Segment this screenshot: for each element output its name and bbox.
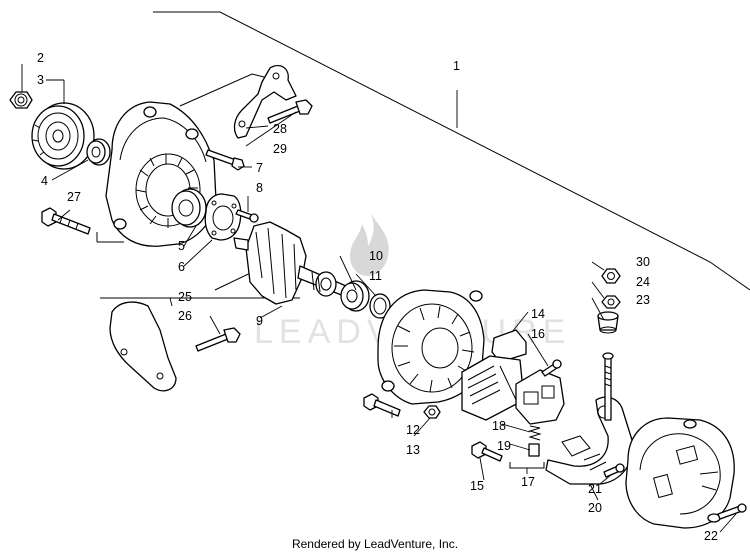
watermark-flame-icon	[350, 212, 389, 276]
callout-4: 4	[41, 174, 48, 188]
nut-part-13	[423, 405, 441, 419]
brush-holder	[515, 369, 565, 425]
callout-13: 13	[406, 443, 420, 457]
callout-3: 3	[37, 73, 44, 87]
spring-part-18	[528, 425, 542, 441]
callout-20: 20	[588, 501, 602, 515]
bolt-part-27	[41, 207, 91, 235]
retainer-plate-part-6	[204, 193, 242, 241]
callout-6: 6	[178, 260, 185, 274]
callout-18: 18	[492, 419, 506, 433]
callout-12: 12	[406, 423, 420, 437]
bracket-part-28	[233, 65, 297, 139]
callout-11: 11	[369, 269, 382, 283]
callout-2: 2	[37, 51, 44, 65]
washer-part-24	[601, 295, 621, 309]
callout-5: 5	[178, 239, 185, 253]
bolt-part-12	[363, 393, 401, 417]
bracket-17-lines	[509, 462, 545, 474]
callout-7: 7	[256, 161, 263, 175]
callout-8: 8	[256, 181, 263, 195]
screw-part-15	[471, 441, 503, 462]
callout-29: 29	[273, 142, 287, 156]
brush-part-19	[528, 443, 540, 457]
callout-26: 26	[178, 309, 192, 323]
callout-17: 17	[521, 475, 535, 489]
rear-housing	[377, 289, 485, 405]
callout-27: 27	[67, 190, 81, 204]
callout-21: 21	[588, 482, 602, 496]
callout-23: 23	[636, 293, 650, 307]
callout-1: 1	[453, 59, 460, 73]
bearing-part-10	[340, 280, 370, 312]
callout-labels: 1 2 3 4 5 6 7 8 9 10 11 12 13 14 15 16 1…	[37, 51, 718, 543]
callout-22: 22	[704, 529, 718, 543]
callout-25: 25	[178, 290, 192, 304]
nut-part-2	[9, 91, 33, 109]
pulley-part-3	[31, 102, 95, 170]
rotor-part-9	[233, 221, 347, 305]
regulator-part-14	[461, 329, 527, 421]
callout-10: 10	[369, 249, 383, 263]
bracket-part-25	[109, 301, 177, 392]
leader-lines	[21, 64, 737, 533]
front-housing	[105, 101, 217, 247]
callout-24: 24	[636, 275, 650, 289]
callout-15: 15	[470, 479, 484, 493]
nut-part-30	[601, 268, 621, 284]
spacer-part-4	[86, 138, 111, 166]
bolt-part-26	[195, 327, 241, 352]
callout-19: 19	[497, 439, 511, 453]
rear-cover	[625, 417, 735, 529]
callout-28: 28	[273, 122, 287, 136]
screw-part-7	[205, 149, 245, 171]
screw-part-16	[541, 359, 562, 377]
callout-30: 30	[636, 255, 650, 269]
footer-credit: Rendered by LeadVenture, Inc.	[291, 537, 459, 551]
screw-part-22	[717, 503, 747, 520]
screw-part-21	[603, 463, 625, 478]
callout-16: 16	[531, 327, 545, 341]
bolt-part-29	[267, 99, 313, 124]
terminal-stud	[602, 352, 614, 421]
screw-part-8	[235, 209, 259, 223]
callout-14: 14	[531, 307, 545, 321]
bearing-part-5	[171, 188, 207, 228]
callout-9: 9	[256, 314, 263, 328]
ring-part-11	[369, 293, 391, 319]
